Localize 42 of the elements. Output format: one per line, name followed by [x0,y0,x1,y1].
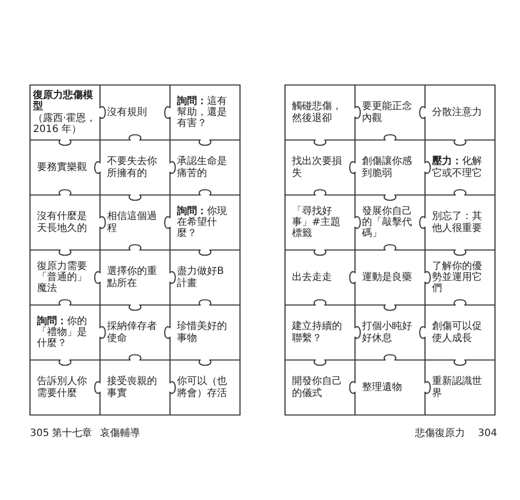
piece-text: 你可以（也將會）存活 [177,376,228,399]
piece-text: 要更能正念內觀 [362,101,413,124]
piece-text: 不要失去你所擁有的 [107,156,158,179]
piece-text: 運動是良藥 [362,272,412,284]
piece-text: 整理遺物 [362,382,402,394]
piece-text: 沒有什麼是天長地久的 [37,211,88,234]
piece-text: 開發你自己的儀式 [292,376,343,399]
piece-text: 重新認識世界 [432,376,483,399]
piece-text: 創傷讓你感到脆弱 [362,156,413,179]
piece-text: 建立持續的聯繫？ [292,321,343,344]
piece-text: 分散注意力 [432,106,482,118]
piece-text: 選擇你的重點所在 [107,266,158,289]
piece-text: 沒有規則 [107,106,147,118]
page-number: 305 [30,428,50,439]
piece-text: 壓力：化解它或不理它 [432,156,483,179]
piece-text: 要務實樂觀 [37,162,87,174]
running-header: 哀傷輔導 [100,428,140,439]
piece-text: 告訴別人你需要什麼 [37,376,88,399]
piece-text: 詢問：你現在希望什麼？ [177,206,228,240]
piece-text: 詢問：你的「禮物」是什麼？ [37,316,88,350]
piece-text: 詢問：這有幫助，還是有害？ [177,96,228,130]
piece-text: 珍惜美好的事物 [177,321,228,344]
piece-text: 相信這個過程 [107,211,158,234]
piece-text: 盡力做好B計畫 [177,266,225,289]
running-header: 悲傷復原力 [415,428,465,439]
piece-text: 創傷可以促使人成長 [432,321,483,344]
piece-text: 復原力需要「普通的」魔法 [37,260,88,294]
piece-text: 採納倖存者使命 [107,321,158,344]
piece-text: 觸碰悲傷，然後退卻 [292,101,343,124]
piece-heading: 復原力悲傷模型 [33,90,94,112]
piece-text: 承認生命是痛苦的 [177,156,228,179]
piece-text: 別忘了：其他人很重要 [432,211,483,234]
piece-text: 打個小盹好好休息 [362,321,413,344]
page-number: 304 [478,428,498,439]
piece-text: （露西·霍恩，2016 年） [33,112,97,135]
piece-text: 了解你的優勢並運用它們 [432,260,483,294]
piece-text: 「尋找好事」#主題標籤 [292,206,342,240]
piece-text: 出去走走 [292,272,332,284]
piece-text: 發展你自己的「敲擊代碼」 [362,206,413,240]
running-header: 第十七章 [52,428,92,439]
piece-text: 找出次要損失 [292,156,343,179]
piece-text: 接受喪親的事實 [107,376,158,399]
